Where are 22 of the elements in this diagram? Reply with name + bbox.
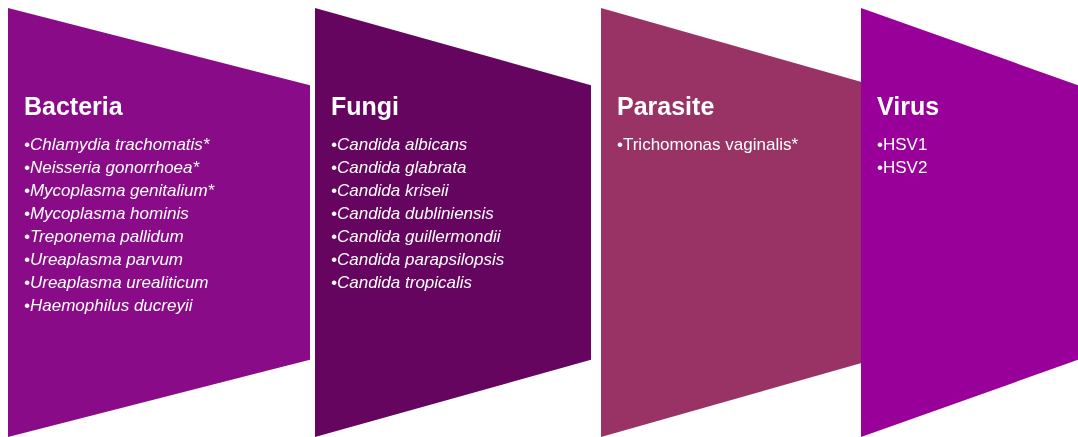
list-item: •Candida dubliniensis (331, 203, 495, 225)
list-item: •Ureaplasma urealiticum (24, 272, 210, 294)
list-item: •Haemophilus ducreyii (24, 295, 194, 317)
list-item: •Candida albicans (331, 134, 469, 156)
list-item: •Candida kriseii (331, 180, 450, 202)
category-heading: Bacteria (24, 92, 123, 121)
list-item: •HSV1 (877, 134, 929, 156)
category-heading: Fungi (331, 92, 400, 121)
category-heading: Parasite (617, 92, 715, 121)
list-item: •Candida tropicalis (331, 272, 474, 294)
list-item: •Mycoplasma genitalium* (24, 180, 216, 202)
list-item: •Candida guillermondii (331, 226, 502, 248)
list-item: •Candida glabrata (331, 157, 468, 179)
list-item: •Trichomonas vaginalis* (617, 134, 800, 156)
list-item: •Neisseria gonorrhoea* (24, 157, 201, 179)
list-item: •Ureaplasma parvum (24, 249, 184, 271)
category-heading: Virus (877, 92, 940, 121)
list-item: •HSV2 (877, 157, 929, 179)
list-item: •Treponema pallidum (24, 226, 185, 248)
list-item: •Candida parapsilopsis (331, 249, 506, 271)
list-item: •Mycoplasma hominis (24, 203, 190, 225)
list-item: •Chlamydia trachomatis* (24, 134, 211, 156)
